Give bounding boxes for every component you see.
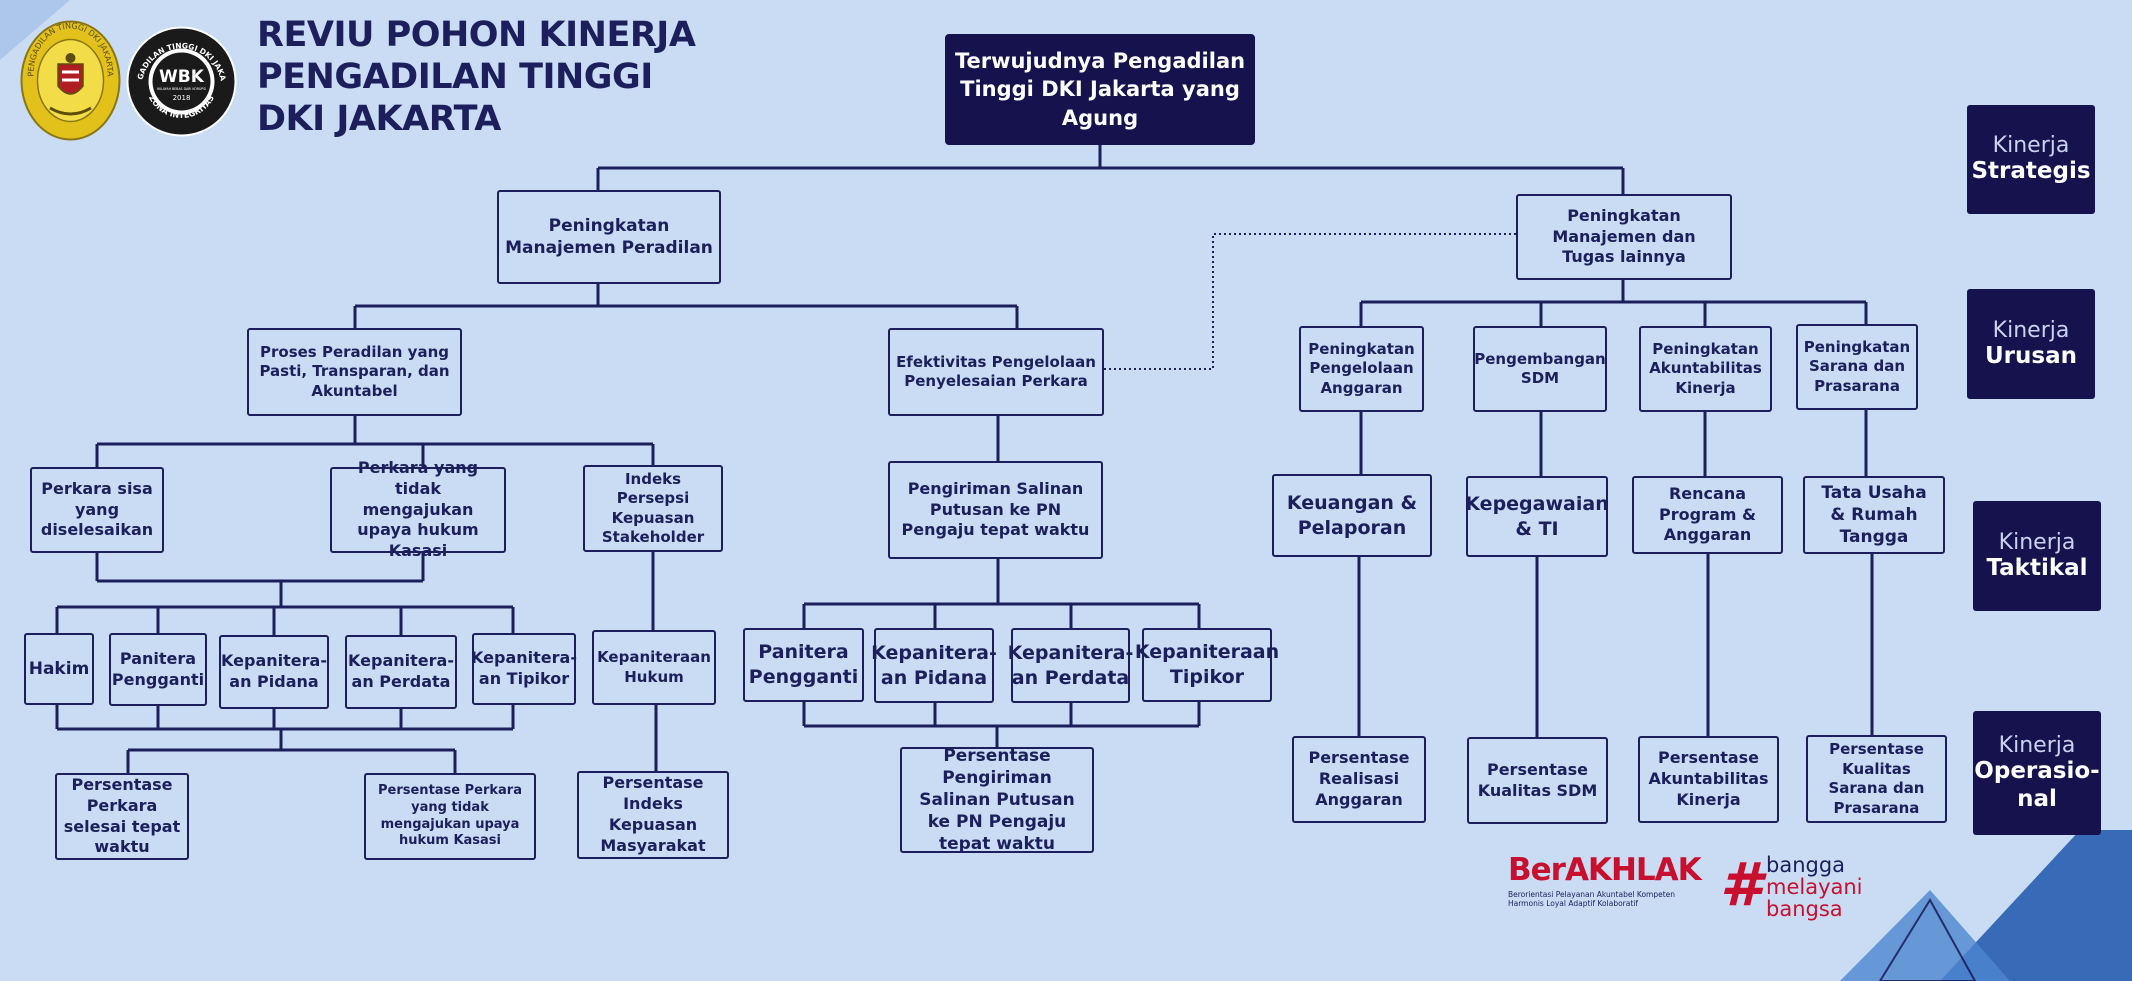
- hash-icon: #: [1720, 850, 1762, 920]
- node-kepaniteraan-perdata-left: Kepanitera-an Perdata: [345, 635, 457, 709]
- node-pers-perkara-kasasi: Persentase Perkara yang tidak mengajukan…: [364, 773, 536, 860]
- node-keuangan: Keuangan & Pelaporan: [1272, 474, 1432, 557]
- node-urusan-left: Peningkatan Manajemen Peradilan: [497, 190, 721, 284]
- pt-logo: PENGADILAN TINGGI DKI JAKARTA: [20, 20, 121, 141]
- node-kepaniteraan-hukum: Kepaniteraan Hukum: [592, 630, 716, 705]
- title-line: REVIU POHON KINERJA: [257, 15, 696, 55]
- node-akuntabilitas: Peningkatan Akuntabilitas Kinerja: [1639, 326, 1772, 412]
- melayani-text: melayani: [1766, 875, 1863, 899]
- page-title: REVIU POHON KINERJA PENGADILAN TINGGI DK…: [257, 14, 696, 140]
- node-kepaniteraan-pidana-mid: Kepanitera-an Pidana: [871, 628, 997, 703]
- berakhlak-tagline: Berorientasi Pelayanan Akuntabel Kompete…: [1508, 890, 1676, 899]
- title-line: PENGADILAN TINGGI: [257, 57, 653, 97]
- node-panitera-pengganti-left: Panitera Pengganti: [109, 633, 207, 706]
- svg-text:WBK: WBK: [159, 67, 205, 87]
- berakhlak-tagline: Harmonis Loyal Adaptif Kolaboratif: [1508, 899, 1639, 908]
- node-perkara-kasasi: Perkara yang tidak mengajukan upaya huku…: [330, 458, 506, 560]
- node-kepaniteraan-pidana-left: Kepanitera-an Pidana: [219, 635, 329, 709]
- node-root: Terwujudnya Pengadilan Tinggi DKI Jakart…: [945, 34, 1255, 145]
- node-tata-usaha: Tata Usaha & Rumah Tangga: [1803, 476, 1945, 554]
- node-efektivitas: Efektivitas Pengelolaan Penyelesaian Per…: [888, 328, 1104, 416]
- node-sarana: Peningkatan Sarana dan Prasarana: [1796, 324, 1918, 410]
- svg-text:2018: 2018: [173, 94, 191, 102]
- bangsa-text: bangsa: [1766, 897, 1843, 921]
- node-indeks: Indeks Persepsi Kepuasan Stakeholder: [583, 465, 723, 552]
- node-pers-pengiriman: Persentase Pengiriman Salinan Putusan ke…: [900, 746, 1094, 854]
- node-pers-indeks: Persentase Indeks Kepuasan Masyarakat: [577, 771, 729, 859]
- svg-text:WILAYAH BEBAS DARI KORUPSI: WILAYAH BEBAS DARI KORUPSI: [157, 87, 206, 91]
- node-pengiriman: Pengiriman Salinan Putusan ke PN Pengaju…: [888, 461, 1103, 559]
- node-kepaniteraan-tipikor-left: Kepanitera-an Tipikor: [471, 633, 577, 705]
- node-pers-perkara-selesai: Persentase Perkara selesai tepat waktu: [55, 773, 189, 860]
- node-pers-sdm: Persentase Kualitas SDM: [1467, 737, 1608, 824]
- node-pers-anggaran: Persentase Realisasi Anggaran: [1292, 736, 1426, 823]
- node-panitera-pengganti-mid: Panitera Pengganti: [743, 628, 864, 702]
- title-line: DKI JAKARTA: [257, 99, 501, 139]
- node-urusan-right: Peningkatan Manajemen dan Tugas lainnya: [1516, 194, 1732, 280]
- node-proses: Proses Peradilan yang Pasti, Transparan,…: [247, 328, 462, 416]
- berakhlak-wordmark: BerAKHLAK: [1508, 852, 1702, 888]
- node-perkara-sisa: Perkara sisa yang diselesaikan: [30, 467, 164, 553]
- bangga-melayani-logo: # bangga melayani bangsa: [1720, 852, 1880, 927]
- node-kepaniteraan-tipikor-mid: Kepaniteraan Tipikor: [1135, 628, 1279, 702]
- wbk-logo: PENGADILAN TINGGI DKI JAKARTA ZONA INTEG…: [123, 19, 237, 137]
- node-sdm: Pengembangan SDM: [1473, 326, 1607, 412]
- berakhlak-logo: BerAKHLAK Berorientasi Pelayanan Akuntab…: [1508, 852, 1702, 922]
- node-anggaran: Peningkatan Pengelolaan Anggaran: [1299, 326, 1424, 412]
- node-kepegawaian: Kepegawaian & TI: [1465, 476, 1609, 557]
- bangga-text: bangga: [1766, 853, 1846, 877]
- node-rencana: Rencana Program & Anggaran: [1632, 476, 1783, 554]
- node-kepaniteraan-perdata-mid: Kepanitera-an Perdata: [1008, 628, 1133, 703]
- node-pers-akuntabilitas: Persentase Akuntabilitas Kinerja: [1638, 736, 1779, 823]
- node-pers-sarana: Persentase Kualitas Sarana dan Prasarana: [1806, 735, 1947, 823]
- node-hakim: Hakim: [24, 633, 94, 705]
